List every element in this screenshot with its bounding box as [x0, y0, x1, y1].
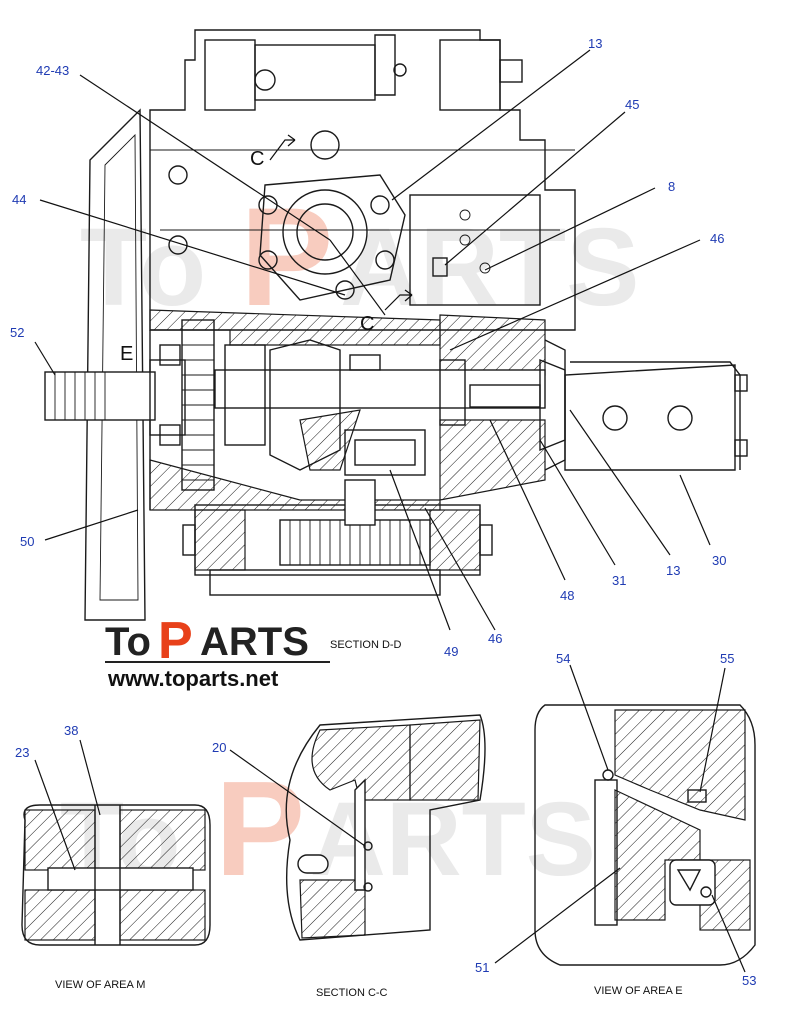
callout-42-43: 42-43	[36, 63, 69, 78]
callout-55: 55	[720, 651, 734, 666]
view-area-e: 54 55 51 53 VIEW OF AREA E	[475, 651, 756, 997]
callout-30: 30	[712, 553, 726, 568]
mounting-flange	[84, 108, 146, 621]
callout-54: 54	[556, 651, 570, 666]
input-shaft	[44, 344, 186, 446]
callout-31: 31	[612, 573, 626, 588]
area-e-letter: E	[120, 343, 133, 365]
section-c-c-label: SECTION C-C	[316, 987, 388, 999]
drive-gear	[181, 319, 215, 491]
callout-50: 50	[20, 534, 34, 549]
callout-46-right: 46	[710, 231, 724, 246]
callout-20: 20	[212, 740, 226, 755]
section-c-top-letter: C	[250, 148, 264, 170]
section-markers: C C E	[120, 134, 413, 365]
svg-text:To: To	[105, 620, 151, 664]
callout-52: 52	[10, 325, 24, 340]
svg-text:P: P	[158, 612, 193, 670]
view-area-m: 23 38 VIEW OF AREA M	[15, 723, 211, 991]
callout-46-bottom: 46	[488, 631, 502, 646]
callout-38: 38	[64, 723, 78, 738]
callouts-main: 42-43 13 45 8 44 46 52 50 49 46 48 31 13…	[10, 36, 726, 659]
callout-44: 44	[12, 192, 26, 207]
svg-text:P: P	[215, 753, 305, 904]
svg-text:ARTS: ARTS	[200, 620, 309, 664]
section-d-d-label: SECTION D-D	[330, 639, 402, 651]
rotating-group	[214, 339, 566, 476]
svg-text:To: To	[80, 206, 206, 329]
section-c-c-view: 20 SECTION C-C	[212, 714, 486, 999]
callout-13-bottom: 13	[666, 563, 680, 578]
callout-48: 48	[560, 588, 574, 603]
callout-53: 53	[742, 973, 756, 988]
section-c-bottom-letter: C	[360, 313, 374, 335]
upper-housing	[149, 29, 576, 331]
callout-49: 49	[444, 644, 458, 659]
callout-23: 23	[15, 745, 29, 760]
lower-servo-section	[182, 479, 493, 596]
auxiliary-pump	[564, 361, 748, 471]
view-area-e-label: VIEW OF AREA E	[594, 985, 683, 997]
callout-8: 8	[668, 179, 675, 194]
callout-13-top: 13	[588, 36, 602, 51]
website-url: www.toparts.net	[107, 666, 279, 691]
toparts-logo: To P ARTS www.toparts.net	[105, 612, 330, 691]
callout-45: 45	[625, 97, 639, 112]
svg-text:P: P	[240, 178, 333, 335]
leader-lines-main	[34, 49, 711, 631]
callout-51: 51	[475, 960, 489, 975]
view-area-m-label: VIEW OF AREA M	[55, 979, 145, 991]
